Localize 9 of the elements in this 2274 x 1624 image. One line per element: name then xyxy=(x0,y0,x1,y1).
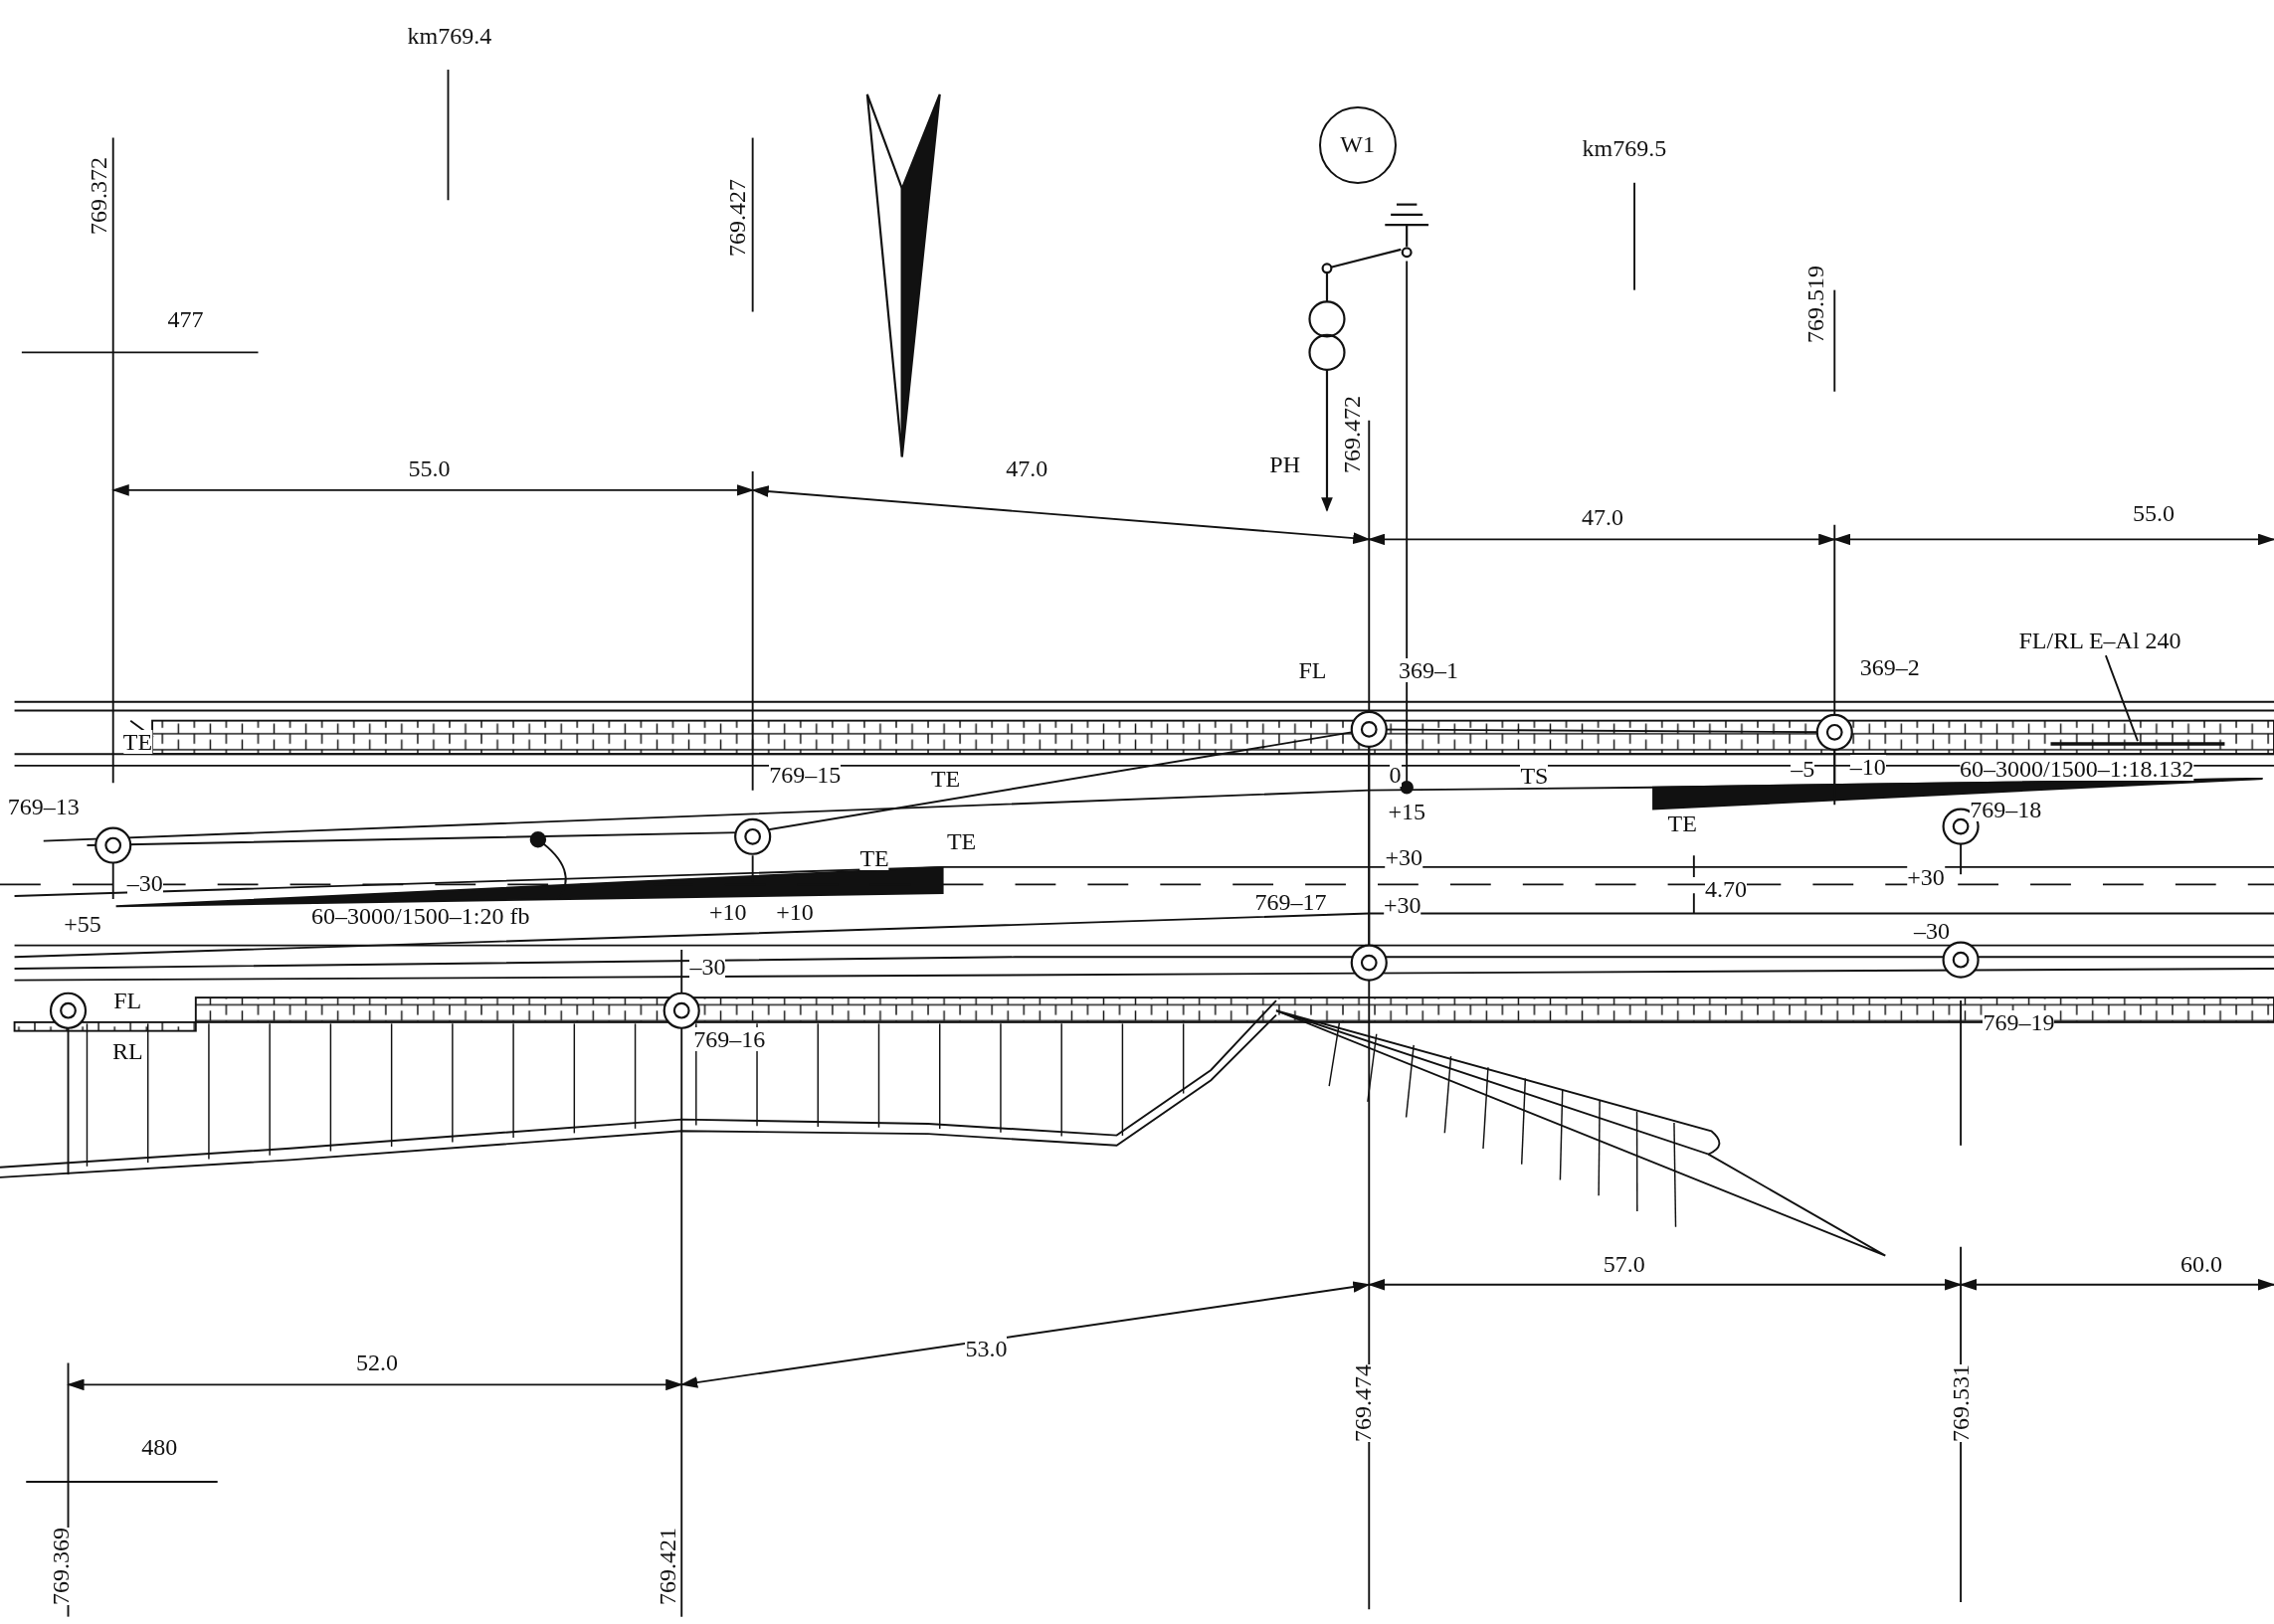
feeder-wire xyxy=(2050,742,2225,746)
leader-line xyxy=(2104,654,2139,742)
circle-marker: W1 xyxy=(1318,105,1397,184)
drawing-label: TE xyxy=(122,730,153,755)
drawing-label: 769–16 xyxy=(693,1027,766,1052)
drawing-label: TS xyxy=(1520,763,1549,788)
drawing-label: 0 xyxy=(1389,762,1402,787)
drawing-label: 369–1 xyxy=(1399,657,1459,682)
cable-label: FL/RL E–Al 240 xyxy=(2018,629,2181,653)
